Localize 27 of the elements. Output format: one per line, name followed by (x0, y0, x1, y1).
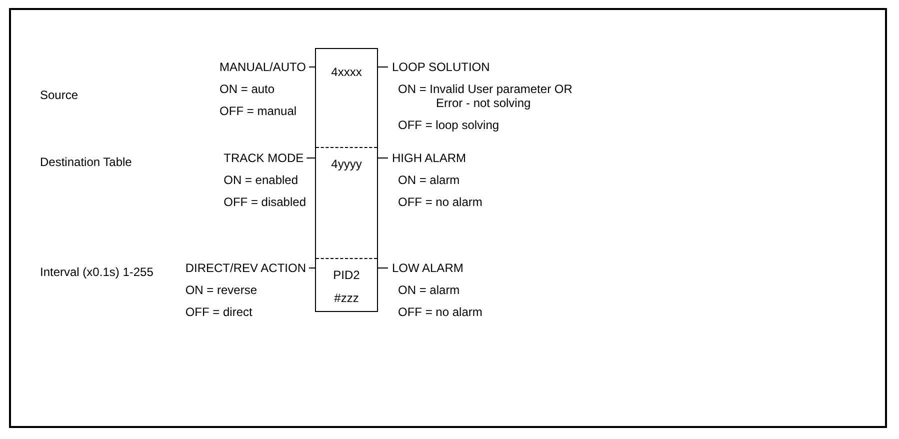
state-description: OFF = manual (220, 104, 298, 118)
signal-name: LOW ALARM (392, 261, 464, 275)
parameter-label: Destination Table (40, 154, 133, 171)
state-description: OFF = disabled (224, 195, 306, 209)
signal-name: HIGH ALARM (392, 151, 468, 165)
state-description: ON = alarm (397, 173, 461, 187)
signal-name: LOOP SOLUTION (392, 60, 491, 74)
connector-line (308, 66, 316, 68)
function-block (315, 48, 378, 312)
register-cell: PID2 #zzz (316, 259, 377, 313)
state-description: ON = Invalid User parameter OR Error - not solving (397, 82, 574, 110)
state-description: ON = alarm (397, 283, 461, 297)
state-description: OFF = loop solving (397, 118, 500, 132)
parameter-label: Source (40, 87, 80, 104)
state-description: OFF = direct (185, 305, 254, 319)
state-description: OFF = no alarm (397, 305, 482, 319)
state-description: ON = auto (220, 82, 276, 96)
signal-name: MANUAL/AUTO (220, 60, 306, 74)
signal-name: DIRECT/REV ACTION (185, 261, 306, 275)
signal-name: TRACK MODE (224, 151, 305, 165)
state-description: OFF = no alarm (397, 195, 482, 209)
state-description: ON = reverse (185, 283, 258, 297)
register-cell: 4yyyy (316, 148, 377, 259)
register-cell: 4xxxx (316, 49, 377, 148)
parameter-label: Interval (x0.1s) 1-255 (40, 264, 154, 281)
connector-line (378, 66, 388, 68)
state-description: ON = enabled (224, 173, 300, 187)
